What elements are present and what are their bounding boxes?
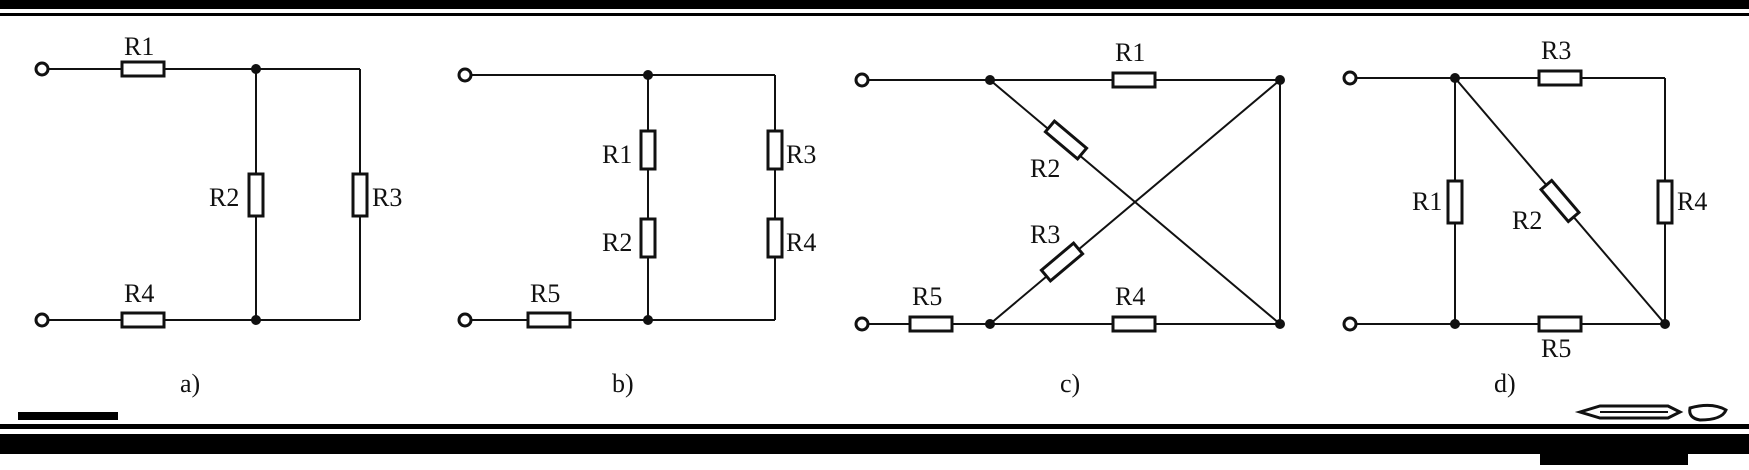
panel-a-label-r1: R1 bbox=[124, 32, 154, 61]
panel-a: R1 R4 R2 R3 a) bbox=[34, 32, 402, 398]
panel-c-caption: c) bbox=[1060, 369, 1080, 398]
panel-c-label-r3: R3 bbox=[1030, 220, 1060, 249]
panel-b-resistor-r4 bbox=[766, 217, 784, 259]
panel-d-junction-top-left bbox=[1450, 73, 1460, 83]
panel-a-caption: a) bbox=[180, 369, 200, 398]
panel-d: R3 R1 R2 R4 R5 d) bbox=[1342, 36, 1707, 398]
panel-a-resistor-r1 bbox=[120, 60, 166, 78]
panel-a-label-r4: R4 bbox=[124, 279, 154, 308]
panel-b-label-r5: R5 bbox=[530, 279, 560, 308]
panel-b-junction-top bbox=[643, 70, 653, 80]
panel-c-junction-bottom-right bbox=[1275, 319, 1285, 329]
panel-c-label-r4: R4 bbox=[1115, 282, 1145, 311]
panel-c-resistor-r5 bbox=[908, 315, 954, 333]
panel-c-terminal-top bbox=[854, 72, 870, 88]
panel-a-terminal-bottom bbox=[34, 312, 50, 328]
panel-b-caption: b) bbox=[612, 369, 634, 398]
bottom-border-thin bbox=[0, 424, 1749, 429]
panel-d-terminal-bottom bbox=[1342, 316, 1358, 332]
panel-b-resistor-r1 bbox=[639, 129, 657, 171]
panel-d-label-r3: R3 bbox=[1541, 36, 1571, 65]
panel-a-label-r3: R3 bbox=[372, 183, 402, 212]
panel-c-label-r5: R5 bbox=[912, 282, 942, 311]
top-border-thin bbox=[0, 13, 1749, 16]
panel-b-label-r1: R1 bbox=[602, 140, 632, 169]
panel-c-resistor-r3 bbox=[1039, 241, 1085, 283]
panel-c-terminal-bottom bbox=[854, 316, 870, 332]
panel-a-label-r2: R2 bbox=[209, 183, 239, 212]
panel-d-junction-bottom-right bbox=[1660, 319, 1670, 329]
panel-d-resistor-r2 bbox=[1538, 178, 1582, 224]
panel-c-junction-top-right bbox=[1275, 75, 1285, 85]
pencil-icon bbox=[1574, 403, 1728, 422]
panel-a-terminal-top bbox=[34, 61, 50, 77]
panel-b-terminal-bottom bbox=[457, 312, 473, 328]
panel-d-label-r2: R2 bbox=[1512, 206, 1542, 235]
panel-c-wires bbox=[867, 79, 1281, 325]
panel-b-resistor-r5 bbox=[526, 311, 572, 329]
panel-b-terminal-top bbox=[457, 67, 473, 83]
panel-c-resistor-r1 bbox=[1111, 71, 1157, 89]
panel-d-wires bbox=[1355, 77, 1666, 325]
panel-d-label-r1: R1 bbox=[1412, 187, 1442, 216]
panel-d-label-r5: R5 bbox=[1541, 334, 1571, 363]
panel-b-label-r3: R3 bbox=[786, 140, 816, 169]
bottom-border-thick bbox=[0, 434, 1749, 454]
panel-a-wires bbox=[45, 68, 361, 321]
panel-c-label-r2: R2 bbox=[1030, 154, 1060, 183]
panel-c-resistor-r2 bbox=[1043, 119, 1089, 161]
panel-d-resistor-r3 bbox=[1537, 69, 1583, 87]
panel-a-junction-top bbox=[251, 64, 261, 74]
panel-d-caption: d) bbox=[1494, 369, 1516, 398]
panel-c: R1 R2 R3 R4 R5 c) bbox=[854, 38, 1285, 398]
panel-d-resistor-r4 bbox=[1656, 179, 1674, 225]
panel-b-wires bbox=[470, 74, 776, 321]
panel-d-junction-bottom-left bbox=[1450, 319, 1460, 329]
panel-a-resistor-r2 bbox=[247, 172, 265, 218]
panel-d-resistor-r5 bbox=[1537, 315, 1583, 333]
panel-d-resistor-r1 bbox=[1446, 179, 1464, 225]
panel-c-junction-bottom-left bbox=[985, 319, 995, 329]
panel-d-terminal-top bbox=[1342, 70, 1358, 86]
panel-a-resistor-r3 bbox=[351, 172, 369, 218]
panel-a-junction-bottom bbox=[251, 315, 261, 325]
panel-b-label-r4: R4 bbox=[786, 228, 816, 257]
panel-b-junction-bottom bbox=[643, 315, 653, 325]
panel-b-resistor-r2 bbox=[639, 217, 657, 259]
panel-c-label-r1: R1 bbox=[1115, 38, 1145, 67]
panel-b-label-r2: R2 bbox=[602, 228, 632, 257]
panel-c-resistor-r4 bbox=[1111, 315, 1157, 333]
panel-b: R5 R1 R2 R3 R4 b) bbox=[457, 67, 816, 398]
panel-c-junction-top-left bbox=[985, 75, 995, 85]
panel-b-resistor-r3 bbox=[766, 129, 784, 171]
top-border-thick bbox=[0, 0, 1749, 9]
bottom-right-block bbox=[1540, 454, 1688, 465]
short-rule bbox=[18, 412, 118, 420]
panel-d-label-r4: R4 bbox=[1677, 187, 1707, 216]
panel-a-resistor-r4 bbox=[120, 311, 166, 329]
